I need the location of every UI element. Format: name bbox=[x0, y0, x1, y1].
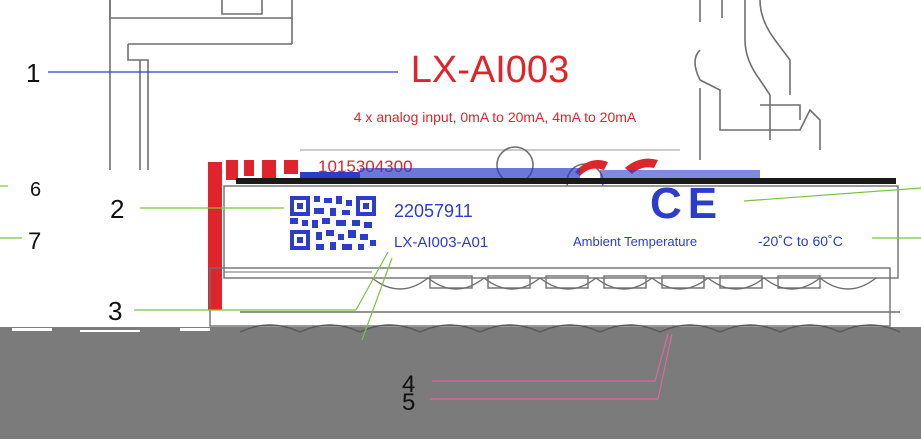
callout-5: 5 bbox=[402, 389, 415, 416]
callout-3: 3 bbox=[108, 296, 122, 326]
leader-3c bbox=[361, 257, 393, 341]
leader-4b bbox=[654, 333, 669, 382]
label-code-number: 22057911 bbox=[394, 201, 473, 221]
band-arches bbox=[239, 324, 901, 333]
band-top-noise bbox=[12, 328, 210, 332]
leader-3b bbox=[355, 251, 389, 311]
bottom-gray-band bbox=[0, 327, 921, 439]
callout-2: 2 bbox=[110, 194, 124, 224]
ce-mark-text: CE bbox=[650, 179, 723, 228]
callout-4: 4 bbox=[402, 371, 415, 398]
temperature-range: -20˚C to 60˚C bbox=[758, 233, 843, 249]
qr-code-icon bbox=[290, 196, 376, 250]
callout-1: 1 bbox=[26, 58, 40, 88]
red-print-strip bbox=[208, 158, 658, 310]
printed-noise-strip bbox=[236, 168, 896, 184]
model-description: 4 x analog input, 0mA to 20mA, 4mA to 20… bbox=[354, 109, 637, 125]
model-title: LX-AI003 bbox=[411, 49, 569, 91]
callout-7: 7 bbox=[28, 228, 41, 255]
ambient-temperature-label: Ambient Temperature bbox=[573, 234, 697, 249]
leader-5b bbox=[657, 333, 673, 400]
ce-mark-icon: CE bbox=[650, 179, 723, 228]
label-code-model: LX-AI003-A01 bbox=[394, 234, 488, 251]
callout-6: 6 bbox=[30, 179, 41, 201]
leader-lines bbox=[0, 71, 921, 400]
leader-right-top bbox=[743, 187, 921, 202]
module-lower-body bbox=[209, 267, 900, 327]
